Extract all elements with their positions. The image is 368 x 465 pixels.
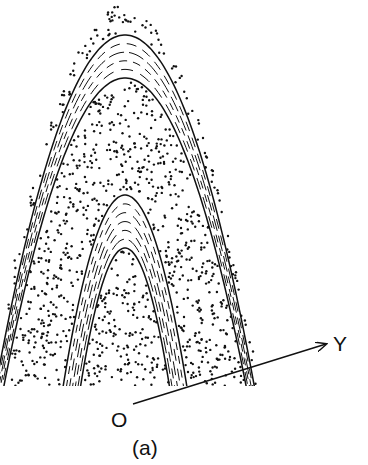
dashed-layer <box>68 222 182 386</box>
origin-label: O <box>111 409 127 430</box>
layer-boundary <box>58 195 192 386</box>
dashed-layer <box>0 61 254 386</box>
layer-boundary <box>0 78 252 386</box>
dashed-layer <box>0 69 254 386</box>
layer-boundary <box>0 35 260 386</box>
figure-label: (a) <box>132 437 158 458</box>
dashed-layer <box>0 44 258 386</box>
fold-layers <box>0 35 260 386</box>
axis-arrow <box>133 344 326 404</box>
dashed-layer <box>66 213 184 386</box>
dashed-layer <box>62 204 188 386</box>
dashed-layer <box>74 239 176 386</box>
dashed-layer <box>72 230 178 386</box>
dashed-layer <box>0 52 256 386</box>
stipple-layers <box>7 6 256 386</box>
axis-label: Y <box>333 333 347 354</box>
